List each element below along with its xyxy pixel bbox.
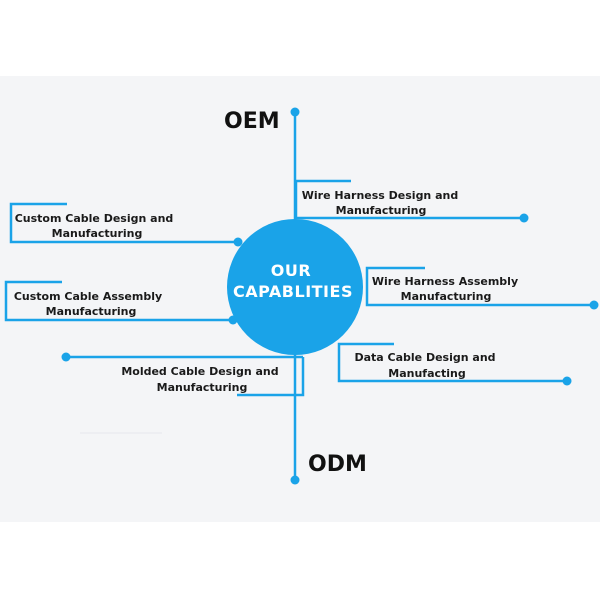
label-custom-cable-design-line2: Manufacturing [52, 227, 143, 240]
dot-custom-cable-design [233, 237, 243, 247]
oem-label: OEM [224, 109, 280, 134]
label-custom-cable-assembly-line2: Manufacturing [46, 305, 137, 318]
label-molded-cable-design-line1: Molded Cable Design and [121, 365, 278, 378]
spine-top-dot [290, 107, 300, 117]
connector-wire-harness-design [294, 179, 524, 220]
connector-data-cable-design [337, 342, 567, 383]
connector-wire-harness-assembly [365, 266, 594, 307]
label-wire-harness-assembly-line1: Wire Harness Assembly [372, 275, 518, 288]
label-wire-harness-design-line2: Manufacturing [336, 204, 427, 217]
label-wire-harness-design-line1: Wire Harness Design and [302, 189, 458, 202]
dot-wire-harness-assembly [589, 300, 599, 310]
capabilities-hub [227, 219, 363, 355]
label-wire-harness-assembly-line2: Manufacturing [401, 290, 492, 303]
label-custom-cable-assembly-line1: Custom Cable Assembly [14, 290, 162, 303]
dot-wire-harness-design [519, 213, 529, 223]
odm-label: ODM [308, 452, 367, 477]
connector-custom-cable-assembly [4, 280, 233, 322]
label-custom-cable-design-line1: Custom Cable Design and [15, 212, 174, 225]
dot-data-cable-design [562, 376, 572, 386]
label-data-cable-design-line2: Manufacting [388, 367, 466, 380]
spine-bottom-dot [290, 475, 300, 485]
connector-custom-cable-design [9, 202, 238, 244]
dot-molded-cable-design [61, 352, 71, 362]
label-molded-cable-design-line2: Manufacturing [157, 381, 248, 394]
hub-title-line1: OUR [271, 261, 311, 280]
label-data-cable-design-line1: Data Cable Design and [354, 351, 495, 364]
hub-title-line2: CAPABLITIES [233, 282, 353, 301]
connector-molded-cable-design [66, 355, 305, 397]
